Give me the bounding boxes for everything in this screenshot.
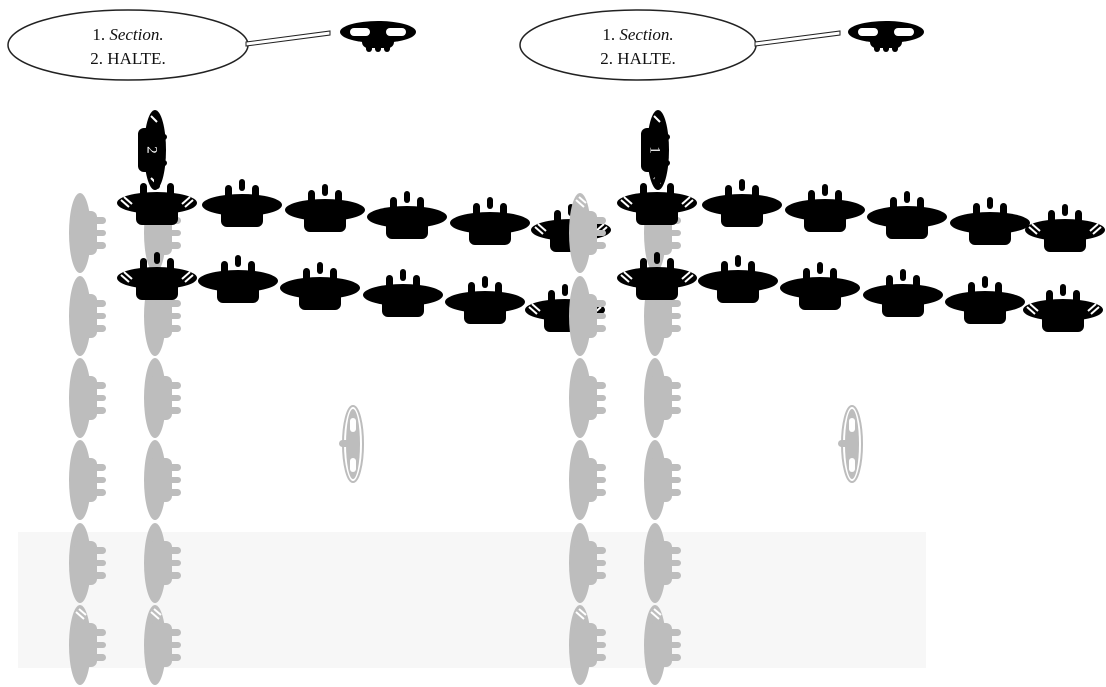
command-line-2-word: HALTE. — [107, 49, 165, 68]
soldier-grey-icon — [69, 276, 106, 356]
soldier-black-icon — [363, 269, 443, 317]
soldier-grey-icon — [644, 440, 681, 520]
soldier-grey-icon — [69, 193, 106, 273]
soldier-black-icon — [202, 179, 282, 227]
soldier-black-icon — [1023, 284, 1103, 332]
soldier-grey-icon — [569, 193, 606, 273]
soldier-black-icon — [117, 252, 197, 300]
soldier-black-icon — [445, 276, 525, 324]
marker-icon: 1 — [640, 109, 671, 191]
marker-number: 1 — [647, 146, 663, 154]
command-bubble: 1. Section. 2. HALTE. — [519, 9, 757, 81]
soldier-black-icon — [617, 177, 697, 225]
soldier-grey-icon — [144, 440, 181, 520]
soldier-grey-icon — [144, 358, 181, 438]
command-line-1-number: 1. — [92, 25, 105, 44]
command-line-2-number: 2. — [90, 49, 103, 68]
soldier-black-icon — [285, 184, 365, 232]
commander-icon — [340, 21, 416, 52]
soldier-grey-icon — [569, 358, 606, 438]
panel-left: 1. Section. 2. HALTE. 2 — [7, 9, 611, 685]
command-line-2-number: 2. — [600, 49, 613, 68]
command-line-1-word: Section. — [619, 25, 673, 44]
guide-icon — [837, 405, 863, 483]
soldier-black-icon — [945, 276, 1025, 324]
soldier-black-icon — [1025, 204, 1105, 252]
svg-text:2. HALTE.: 2. HALTE. — [90, 49, 165, 68]
command-bubble: 1. Section. 2. HALTE. — [7, 9, 249, 81]
soldier-black-icon — [617, 252, 697, 300]
speech-pointer — [245, 30, 331, 47]
guide-icon — [338, 405, 364, 483]
soldier-grey-icon — [569, 276, 606, 356]
soldier-black-icon — [785, 184, 865, 232]
speech-pointer — [754, 30, 841, 47]
soldier-black-icon — [950, 197, 1030, 245]
soldier-grey-icon — [569, 440, 606, 520]
soldier-grey-icon — [69, 440, 106, 520]
svg-text:2. HALTE.: 2. HALTE. — [600, 49, 675, 68]
svg-text:1. Section.: 1. Section. — [92, 25, 163, 44]
marker-number: 2 — [144, 146, 160, 154]
svg-text:1. Section.: 1. Section. — [602, 25, 673, 44]
soldier-black-icon — [867, 191, 947, 239]
command-line-1-number: 1. — [602, 25, 615, 44]
command-line-1-word: Section. — [109, 25, 163, 44]
soldier-grey-icon — [644, 358, 681, 438]
soldier-grey-icon — [69, 358, 106, 438]
soldier-black-icon — [863, 269, 943, 317]
soldier-black-icon — [450, 197, 530, 245]
commander-icon — [848, 21, 924, 52]
soldier-black-icon — [367, 191, 447, 239]
soldier-black-icon — [698, 255, 778, 303]
command-line-2-word: HALTE. — [617, 49, 675, 68]
marker-icon: 2 — [137, 109, 168, 191]
soldier-black-icon — [117, 177, 197, 225]
soldier-black-icon — [780, 262, 860, 310]
panel-right: 1. Section. 2. HALTE. 1 — [519, 9, 1105, 685]
soldier-black-icon — [198, 255, 278, 303]
soldier-black-icon — [702, 179, 782, 227]
soldier-black-icon — [280, 262, 360, 310]
